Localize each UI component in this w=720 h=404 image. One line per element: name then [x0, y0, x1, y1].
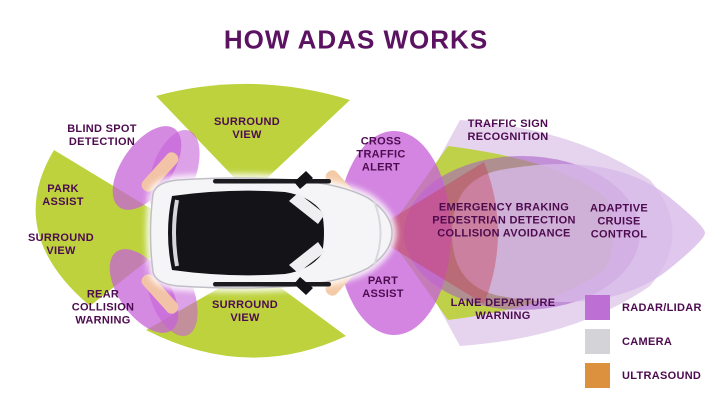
- ultrasound-fan: [141, 152, 179, 192]
- car-top-view: [146, 171, 397, 295]
- legend: RADAR/LIDAR CAMERA ULTRASOUND: [585, 295, 702, 397]
- ultrasound-swatch: [585, 363, 610, 388]
- legend-row-radar: RADAR/LIDAR: [585, 295, 702, 320]
- park-assist-zone: [35, 150, 186, 306]
- radar-lidar-swatch: [585, 295, 610, 320]
- front-coral-zone: [368, 162, 498, 304]
- car-side-mirror: [294, 171, 313, 189]
- car-roof-rail: [213, 282, 331, 287]
- surround-view-bottom-zone: [146, 268, 346, 358]
- adaptive-cruise-zone: [452, 163, 705, 303]
- car-front-bumper-line: [373, 200, 382, 266]
- legend-row-camera: CAMERA: [585, 329, 702, 354]
- legend-row-ultrasound: ULTRASOUND: [585, 363, 702, 388]
- car-a-pillar: [289, 193, 325, 224]
- car-glasshouse: [168, 190, 324, 276]
- surround-view-top-zone: [156, 83, 350, 194]
- legend-label-ultrasound: ULTRASOUND: [622, 369, 702, 382]
- car-rear-window-line: [172, 199, 179, 267]
- car-a-pillar: [289, 242, 325, 273]
- car-roof-rail: [213, 179, 331, 184]
- page-title: HOW ADAS WORKS: [223, 24, 489, 55]
- car-side-mirror: [294, 277, 313, 295]
- legend-label-radar: RADAR/LIDAR: [622, 301, 702, 314]
- ultrasound-fan: [141, 274, 179, 314]
- camera-swatch: [585, 329, 610, 354]
- legend-label-camera: CAMERA: [622, 335, 673, 348]
